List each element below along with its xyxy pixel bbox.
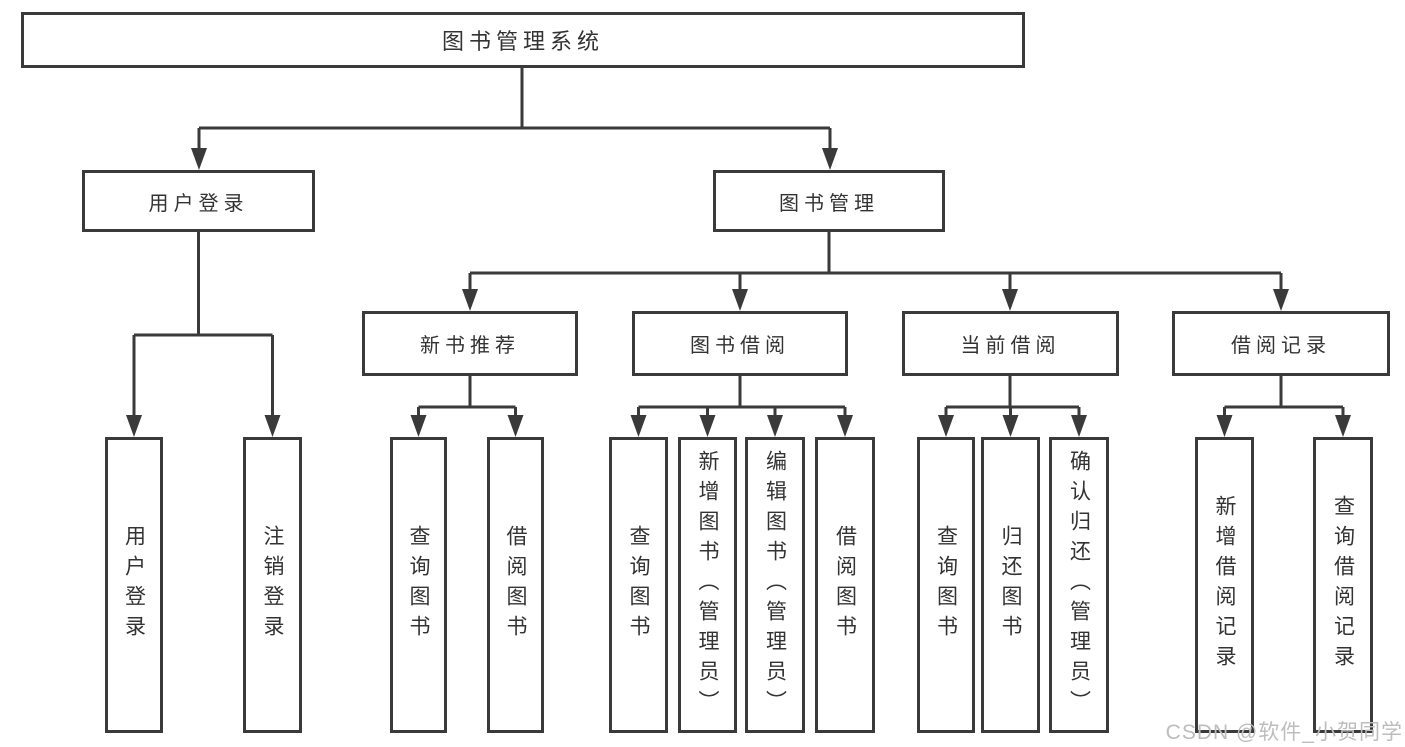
leaf-add-books-admin: 新增图书（管理员） [678,437,737,733]
leaf-return-books-label: 归还图书 [999,525,1022,645]
leaf-return-books: 归还图书 [981,437,1040,733]
arrow-icon [822,148,838,170]
node-current-borrow-label: 当前借阅 [960,335,1061,357]
node-root: 图书管理系统 [21,12,1025,68]
arrow-icon [1273,289,1289,311]
arrow-icon [126,415,142,437]
arrow-icon [767,415,783,437]
leaf-current-query-books: 查询图书 [917,437,975,733]
node-book-borrow: 图书借阅 [632,311,848,376]
arrow-icon [410,415,427,437]
leaf-confirm-return-admin-label: 确认归还（管理员） [1067,450,1091,720]
arrow-icon [1002,289,1018,311]
leaf-logout-label: 注销登录 [261,525,284,645]
arrow-icon [191,148,207,170]
leaf-recommend-borrow-books-label: 借阅图书 [504,525,527,645]
connector-path [132,68,1345,433]
leaf-borrow-query-books-label: 查询图书 [627,525,650,645]
leaf-user-login-label: 用户登录 [122,525,146,645]
leaf-add-books-admin-label: 新增图书（管理员） [696,450,719,720]
node-user-login: 用户登录 [82,170,315,232]
leaf-edit-books-admin: 编辑图书（管理员） [745,437,805,733]
leaf-borrow-books: 借阅图书 [815,437,875,733]
leaf-confirm-return-admin: 确认归还（管理员） [1049,437,1109,733]
arrow-icon [1071,415,1087,437]
leaf-logout: 注销登录 [243,437,302,733]
arrow-icon [837,415,853,437]
leaf-query-borrow-record-label: 查询借阅记录 [1331,495,1355,675]
arrow-icon [1002,415,1019,437]
arrow-icon [507,415,524,437]
arrow-icon [1335,415,1351,437]
node-borrow-record-label: 借阅记录 [1231,335,1331,357]
node-current-borrow: 当前借阅 [902,311,1119,376]
node-book-management: 图书管理 [713,170,945,232]
arrow-icon [732,289,748,311]
leaf-add-borrow-record-label: 新增借阅记录 [1213,495,1236,675]
leaf-query-borrow-record: 查询借阅记录 [1313,437,1373,733]
arrow-icon [630,415,647,437]
arrow-icon [1216,415,1233,437]
leaf-current-query-books-label: 查询图书 [934,525,958,645]
node-new-book-recommend-label: 新书推荐 [420,335,520,357]
leaf-user-login: 用户登录 [105,437,163,733]
node-book-management-label: 图书管理 [779,192,879,215]
arrow-icon [699,415,716,437]
node-borrow-record: 借阅记录 [1172,311,1390,376]
leaf-borrow-query-books: 查询图书 [609,437,668,733]
node-root-label: 图书管理系统 [441,29,604,54]
leaf-recommend-query-books: 查询图书 [390,437,447,733]
leaf-recommend-query-books-label: 查询图书 [407,525,430,645]
leaf-edit-books-admin-label: 编辑图书（管理员） [763,450,787,720]
leaf-add-borrow-record: 新增借阅记录 [1195,437,1254,733]
node-book-borrow-label: 图书借阅 [690,335,790,357]
leaf-recommend-borrow-books: 借阅图书 [487,437,544,733]
arrow-icon [462,289,478,311]
node-user-login-label: 用户登录 [148,192,249,215]
csdn-watermark: CSDN @软件_小贺同学 [1165,721,1403,744]
arrowheads [126,148,1351,437]
arrow-icon [938,415,954,437]
node-new-book-recommend: 新书推荐 [362,311,578,376]
arrow-icon [264,415,281,437]
leaf-borrow-books-label: 借阅图书 [833,525,857,645]
